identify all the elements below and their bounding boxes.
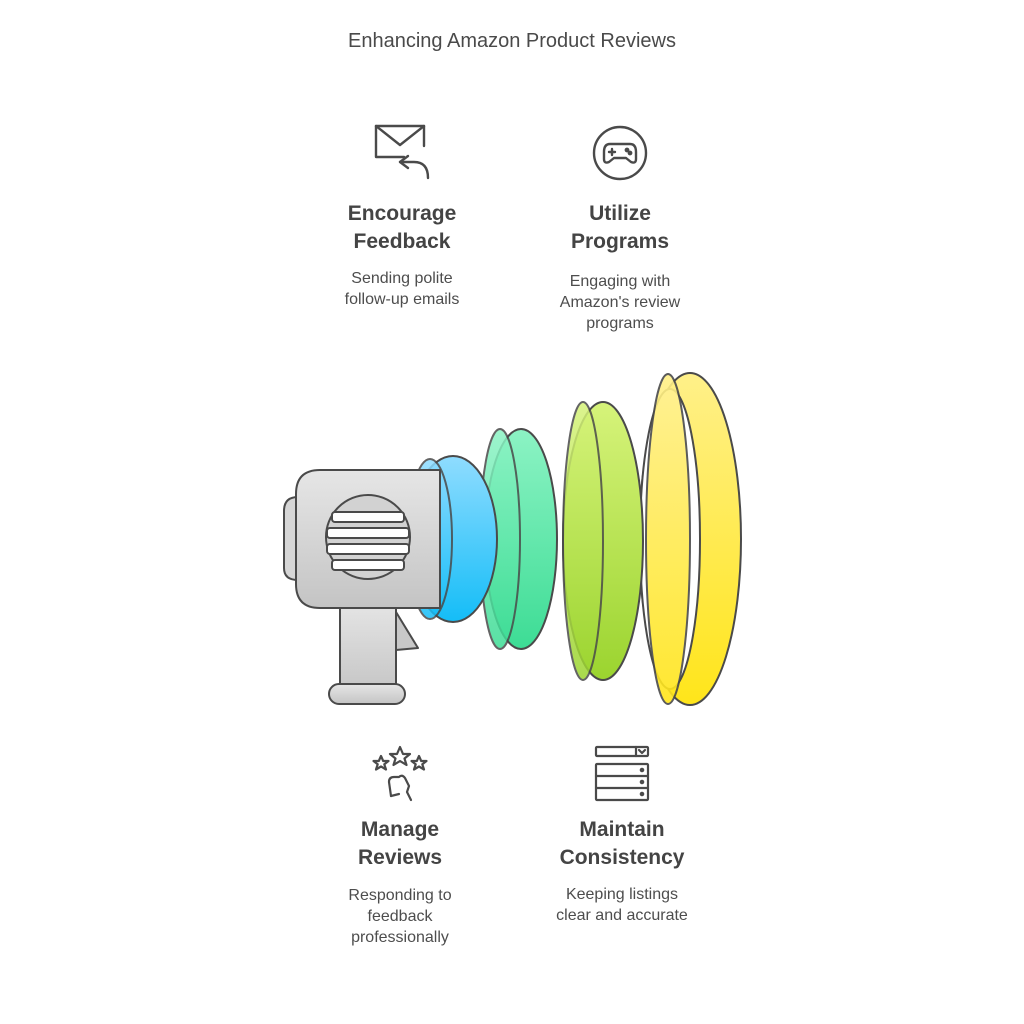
stars-hand-icon [372, 745, 428, 802]
encourage-feedback-block: Encourage Feedback Sending polite follow… [312, 122, 492, 310]
utilize-programs-heading: Utilize Programs [570, 202, 670, 253]
manage-reviews-block: Manage Reviews Responding to feedback pr… [310, 744, 490, 948]
gamepad-icon [592, 125, 648, 181]
diagram-title: Enhancing Amazon Product Reviews [348, 30, 676, 52]
manage-reviews-heading: Manage Reviews [357, 818, 443, 869]
utilize-programs-description: Engaging with Amazon's review programs [559, 273, 681, 332]
maintain-consistency-description: Keeping listings clear and accurate [556, 886, 688, 924]
utilize-programs-block: Utilize Programs Engaging with Amazon's … [530, 122, 710, 334]
spiral-ring-lime [562, 401, 644, 681]
manage-reviews-description: Responding to feedback professionally [348, 887, 452, 946]
list-dropdown-icon [594, 745, 650, 802]
spiral-ring-yellow [638, 372, 742, 706]
maintain-consistency-heading: Maintain Consistency [559, 818, 685, 869]
megaphone-body [283, 469, 441, 705]
encourage-feedback-description: Sending polite follow-up emails [344, 270, 460, 308]
maintain-consistency-block: Maintain Consistency Keeping listings cl… [532, 744, 712, 926]
encourage-feedback-heading: Encourage Feedback [347, 202, 457, 253]
mail-reply-icon [374, 124, 430, 180]
